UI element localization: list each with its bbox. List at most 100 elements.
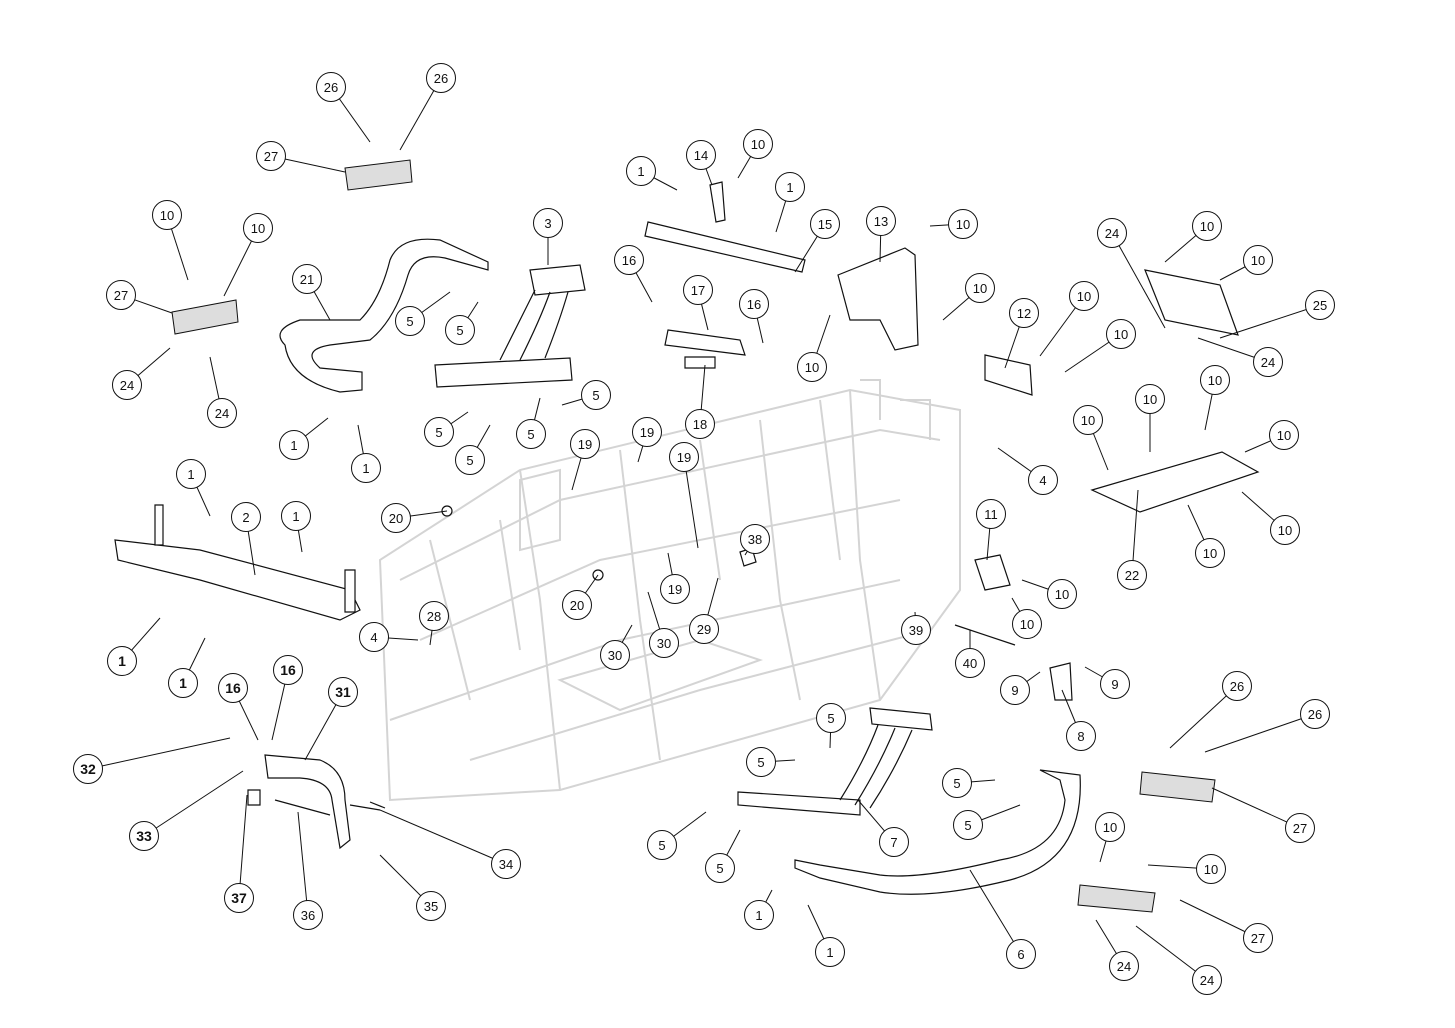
part-callout[interactable]: 5	[424, 417, 454, 447]
part-callout[interactable]: 10	[1192, 211, 1222, 241]
part-callout[interactable]: 20	[381, 503, 411, 533]
part-callout[interactable]: 1	[168, 668, 198, 698]
part-callout[interactable]: 4	[359, 622, 389, 652]
part-callout[interactable]: 22	[1117, 560, 1147, 590]
part-callout[interactable]: 16	[739, 289, 769, 319]
part-callout[interactable]: 12	[1009, 298, 1039, 328]
part-callout[interactable]: 36	[293, 900, 323, 930]
part-callout[interactable]: 24	[1192, 965, 1222, 995]
part-callout[interactable]: 19	[669, 442, 699, 472]
part-callout[interactable]: 5	[455, 445, 485, 475]
part-callout[interactable]: 1	[744, 900, 774, 930]
part-callout[interactable]: 24	[1109, 951, 1139, 981]
part-callout[interactable]: 40	[955, 648, 985, 678]
part-callout[interactable]: 5	[953, 810, 983, 840]
part-callout[interactable]: 10	[1195, 538, 1225, 568]
part-callout[interactable]: 38	[740, 524, 770, 554]
part-callout[interactable]: 10	[1243, 245, 1273, 275]
part-callout[interactable]: 5	[942, 768, 972, 798]
part-callout[interactable]: 19	[570, 429, 600, 459]
part-callout[interactable]: 37	[224, 883, 254, 913]
part-callout[interactable]: 10	[1012, 609, 1042, 639]
part-callout[interactable]: 39	[901, 615, 931, 645]
part-callout[interactable]: 1	[281, 501, 311, 531]
part-callout[interactable]: 1	[815, 937, 845, 967]
part-callout[interactable]: 1	[626, 156, 656, 186]
part-callout[interactable]: 5	[516, 419, 546, 449]
part-callout[interactable]: 18	[685, 409, 715, 439]
part-callout[interactable]: 10	[1269, 420, 1299, 450]
part-callout[interactable]: 30	[649, 628, 679, 658]
part-callout[interactable]: 24	[1253, 347, 1283, 377]
part-callout[interactable]: 5	[647, 830, 677, 860]
part-callout[interactable]: 5	[816, 703, 846, 733]
part-callout[interactable]: 10	[152, 200, 182, 230]
part-callout[interactable]: 25	[1305, 290, 1335, 320]
part-callout[interactable]: 1	[279, 430, 309, 460]
part-callout[interactable]: 5	[746, 747, 776, 777]
part-callout[interactable]: 1	[107, 646, 137, 676]
part-callout[interactable]: 27	[1243, 923, 1273, 953]
part-callout[interactable]: 11	[976, 499, 1006, 529]
part-callout[interactable]: 24	[112, 370, 142, 400]
part-callout[interactable]: 20	[562, 590, 592, 620]
part-callout[interactable]: 10	[1095, 812, 1125, 842]
part-callout[interactable]: 13	[866, 206, 896, 236]
part-callout[interactable]: 30	[600, 640, 630, 670]
part-callout[interactable]: 3	[533, 208, 563, 238]
part-callout[interactable]: 8	[1066, 721, 1096, 751]
part-callout[interactable]: 10	[1135, 384, 1165, 414]
part-callout[interactable]: 6	[1006, 939, 1036, 969]
part-callout[interactable]: 10	[797, 352, 827, 382]
part-callout[interactable]: 7	[879, 827, 909, 857]
part-callout[interactable]: 5	[705, 853, 735, 883]
part-callout[interactable]: 16	[273, 655, 303, 685]
part-callout[interactable]: 16	[614, 245, 644, 275]
part-callout[interactable]: 34	[491, 849, 521, 879]
part-callout[interactable]: 10	[1200, 365, 1230, 395]
part-callout[interactable]: 15	[810, 209, 840, 239]
part-callout[interactable]: 9	[1100, 669, 1130, 699]
part-callout[interactable]: 35	[416, 891, 446, 921]
part-callout[interactable]: 16	[218, 673, 248, 703]
part-callout[interactable]: 10	[1047, 579, 1077, 609]
part-callout[interactable]: 27	[1285, 813, 1315, 843]
part-callout[interactable]: 19	[632, 417, 662, 447]
part-callout[interactable]: 10	[1270, 515, 1300, 545]
part-callout[interactable]: 27	[256, 141, 286, 171]
part-callout[interactable]: 26	[1300, 699, 1330, 729]
part-callout[interactable]: 17	[683, 275, 713, 305]
part-callout[interactable]: 24	[1097, 218, 1127, 248]
part-callout[interactable]: 26	[1222, 671, 1252, 701]
part-callout[interactable]: 29	[689, 614, 719, 644]
part-callout[interactable]: 33	[129, 821, 159, 851]
part-callout[interactable]: 24	[207, 398, 237, 428]
part-callout[interactable]: 5	[445, 315, 475, 345]
part-callout[interactable]: 19	[660, 574, 690, 604]
part-callout[interactable]: 1	[351, 453, 381, 483]
part-callout[interactable]: 1	[176, 459, 206, 489]
part-callout[interactable]: 10	[948, 209, 978, 239]
part-callout[interactable]: 31	[328, 677, 358, 707]
part-callout[interactable]: 26	[426, 63, 456, 93]
part-callout[interactable]: 21	[292, 264, 322, 294]
part-callout[interactable]: 10	[1069, 281, 1099, 311]
part-callout[interactable]: 10	[743, 129, 773, 159]
part-callout[interactable]: 5	[395, 306, 425, 336]
part-callout[interactable]: 28	[419, 601, 449, 631]
part-callout[interactable]: 1	[775, 172, 805, 202]
part-callout[interactable]: 32	[73, 754, 103, 784]
part-callout[interactable]: 10	[1073, 405, 1103, 435]
part-callout[interactable]: 10	[1196, 854, 1226, 884]
part-callout[interactable]: 2	[231, 502, 261, 532]
part-callout[interactable]: 5	[581, 380, 611, 410]
part-callout[interactable]: 14	[686, 140, 716, 170]
part-callout[interactable]: 9	[1000, 675, 1030, 705]
part-callout[interactable]: 10	[1106, 319, 1136, 349]
part-callout[interactable]: 26	[316, 72, 346, 102]
part-callout[interactable]: 27	[106, 280, 136, 310]
part-callout[interactable]: 4	[1028, 465, 1058, 495]
part-callout[interactable]: 10	[965, 273, 995, 303]
part-callout[interactable]: 10	[243, 213, 273, 243]
